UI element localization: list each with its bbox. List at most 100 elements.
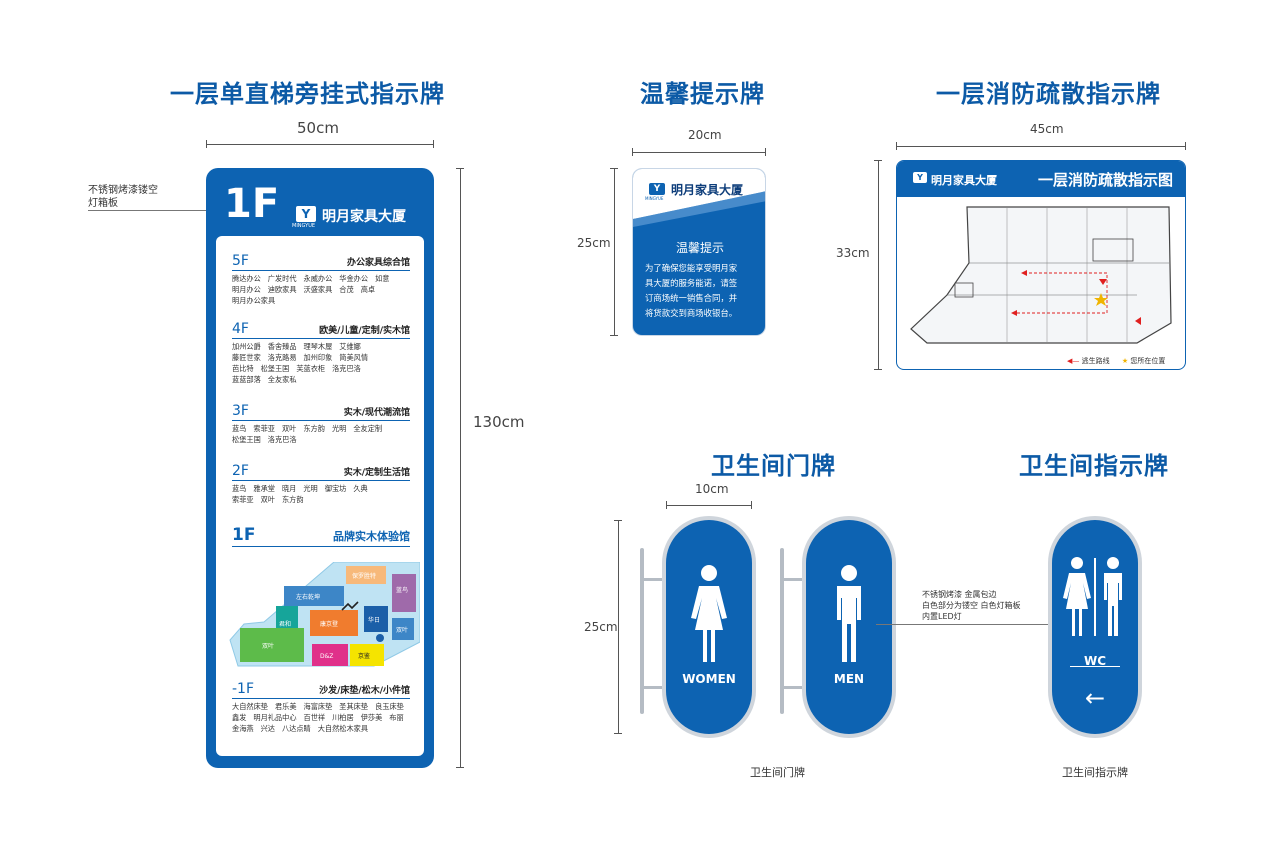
map-label-jingjian: 京鉴 bbox=[358, 652, 370, 660]
tip-height-tick-bottom bbox=[610, 335, 618, 336]
floor-num: 3F bbox=[232, 403, 249, 419]
dir-material-note: 不锈钢烤漆镂空 灯箱板 bbox=[88, 184, 158, 210]
door-sign-title: 卫生间门牌 bbox=[711, 452, 836, 480]
legend-here-label: 您所在位置 bbox=[1130, 357, 1166, 365]
tip-width-tick-right bbox=[765, 148, 766, 156]
brand-name: 明月家具大厦 bbox=[671, 183, 744, 197]
brand-row: 腾达办公广发时代永威办公华金办公如意 bbox=[232, 274, 390, 283]
dir-height-tick-bottom bbox=[456, 767, 464, 768]
door-width-label: 10cm bbox=[695, 482, 729, 496]
evac-header bbox=[897, 161, 1185, 197]
evac-width-tick-left bbox=[896, 142, 897, 150]
brand-row: 蓝蓝部落全友家私 bbox=[232, 375, 297, 384]
woman-icon bbox=[691, 565, 727, 662]
map-zone-shuangye-r bbox=[392, 618, 414, 640]
evac-height-line bbox=[878, 160, 879, 370]
dir-width-line bbox=[206, 144, 434, 145]
tip-height-label: 25cm bbox=[577, 236, 611, 250]
brand-row: 松堡王国洛克巴洛 bbox=[232, 435, 297, 444]
brand-row: 金海燕兴达八达点睛大自然松木家具 bbox=[232, 724, 369, 733]
brand-row: 明月办公家具 bbox=[232, 296, 276, 305]
tips-line: 将货款交到商场收银台。 bbox=[645, 308, 738, 318]
legend-route-label: 逃生路线 bbox=[1081, 357, 1110, 365]
map-zone-zuoyou bbox=[284, 586, 344, 606]
floor-category: 实木/定制生活馆 bbox=[343, 468, 410, 478]
wall-mount-bar bbox=[640, 686, 670, 689]
evac-sign: Y 明月家具大厦 一层消防疏散指示图 ◀— 逃生路线 ★ 您所在位置 bbox=[896, 160, 1186, 370]
evac-sign-title: 一层消防疏散指示牌 bbox=[936, 80, 1161, 108]
tip-width-tick-left bbox=[632, 148, 633, 156]
wall-mount-post bbox=[640, 548, 644, 714]
dir-material-leader bbox=[88, 210, 228, 211]
tip-height-tick-top bbox=[610, 168, 618, 169]
brand-row: 明月办公迪欧家具沃盛家具合茂高卓 bbox=[232, 285, 376, 294]
brand-name: 明月家具大厦 bbox=[322, 209, 406, 225]
floor-category: 办公家具综合馆 bbox=[346, 258, 410, 268]
dir-width-tick-left bbox=[206, 140, 207, 148]
dir-material-line-2: 灯箱板 bbox=[88, 198, 118, 209]
men-label: MEN bbox=[833, 672, 865, 686]
floor-category: 品牌实木体验馆 bbox=[333, 530, 410, 543]
wc-material-note: 不锈钢烤漆 金属包边 白色部分为镂空 白色灯箱板 内置LED灯 bbox=[922, 589, 1021, 622]
brand-sub: MINGYUE bbox=[292, 223, 316, 229]
door-caption: 卫生间门牌 bbox=[750, 766, 805, 779]
tips-body: 为了确保您能享受明月家 具大厦的服务能诺，请签 订商场统一销售合同，并 将货款交… bbox=[645, 261, 765, 321]
floor-category: 沙发/床垫/松木/小件馆 bbox=[319, 686, 410, 696]
floor-num: 2F bbox=[232, 463, 249, 479]
floor-category: 欧美/儿童/定制/实木馆 bbox=[319, 326, 410, 336]
dir-width-label: 50cm bbox=[297, 119, 339, 137]
map-zone-kangjing bbox=[310, 610, 358, 636]
wall-mount-post bbox=[780, 548, 784, 714]
floor-num: 5F bbox=[232, 253, 249, 269]
man-icon bbox=[837, 565, 861, 662]
brand-row: 蓝鸟雅承堂晓月光明御宝坊久典 bbox=[232, 484, 368, 493]
dir-width-tick-right bbox=[433, 140, 434, 148]
brand-logo-icon: Y bbox=[296, 206, 316, 222]
brand-row: 藤匠世家洛克路易加州印象简美风情 bbox=[232, 353, 369, 362]
map-label-shuangye-r: 双叶 bbox=[396, 626, 408, 634]
wall-mount-bar bbox=[780, 578, 810, 581]
wc-material-leader bbox=[876, 624, 1066, 625]
arrow-left-icon: ← bbox=[1084, 684, 1106, 712]
dir-height-line bbox=[460, 168, 461, 768]
evac-floor-plan bbox=[910, 206, 1172, 344]
tip-width-label: 20cm bbox=[688, 128, 722, 142]
evac-arrow-icon bbox=[1135, 317, 1141, 325]
you-are-here-icon bbox=[1094, 293, 1108, 306]
brand-row: 鑫发明月礼品中心百世祥川柏居伊莎美布丽 bbox=[232, 713, 404, 722]
door-width-tick-right bbox=[751, 501, 752, 509]
brand-name: 明月家具大厦 bbox=[931, 174, 997, 187]
tip-width-line bbox=[632, 152, 766, 153]
directory-panel: 5F 办公家具综合馆 腾达办公广发时代永威办公华金办公如意 明月办公迪欧家具沃盛家… bbox=[216, 236, 424, 756]
map-zone-lanniao bbox=[392, 574, 416, 612]
evac-width-tick-right bbox=[1185, 142, 1186, 150]
dir-height-tick-top bbox=[456, 168, 464, 169]
floor-num: 4F bbox=[232, 321, 249, 337]
evac-legend: ◀— 逃生路线 ★ 您所在位置 bbox=[1067, 356, 1165, 366]
tips-line: 订商场统一销售合同，并 bbox=[645, 293, 738, 303]
map-zone-dz bbox=[312, 644, 348, 666]
directory-sign-title: 一层单直梯旁挂式指示牌 bbox=[170, 80, 445, 108]
door-width-tick-left bbox=[666, 501, 667, 509]
evac-arrow-icon bbox=[1011, 310, 1017, 316]
map-label-dz: D&Z bbox=[320, 653, 333, 660]
evac-arrow-icon bbox=[1021, 270, 1027, 276]
door-height-line bbox=[618, 520, 619, 734]
wall-mount-bar bbox=[780, 686, 810, 689]
evac-width-label: 45cm bbox=[1030, 122, 1064, 136]
tips-heading: 温馨提示 bbox=[675, 241, 724, 255]
legend-arrow-icon: ◀— bbox=[1067, 357, 1080, 365]
map-zone-jingjian bbox=[350, 644, 384, 666]
dir-height-label: 130cm bbox=[473, 413, 525, 431]
tips-line: 具大厦的服务能诺，请签 bbox=[645, 278, 738, 288]
men-door-sign: MEN bbox=[806, 520, 892, 734]
map-label-kangjing: 康京登 bbox=[320, 620, 338, 628]
door-height-tick-bottom bbox=[614, 733, 622, 734]
wc-divider bbox=[1070, 666, 1120, 667]
map-zone-shuangye bbox=[240, 628, 304, 662]
dir-material-line-1: 不锈钢烤漆镂空 bbox=[88, 185, 158, 196]
